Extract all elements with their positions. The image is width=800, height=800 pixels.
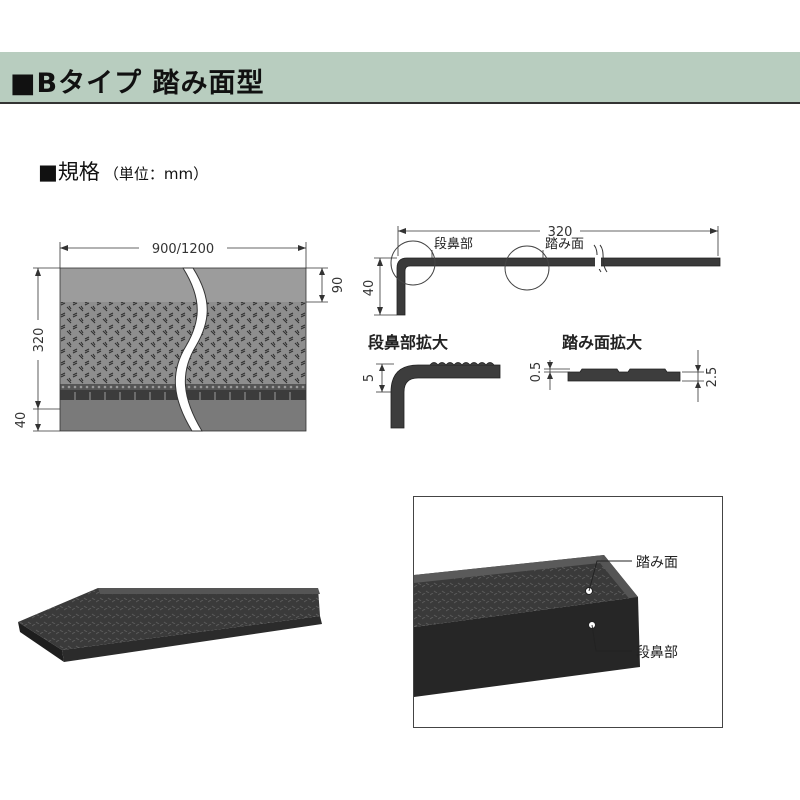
unit-label: （単位：mm） bbox=[103, 165, 209, 183]
closeup-photo: 踏み面 段鼻部 bbox=[414, 555, 678, 697]
tread-detail-title: 踏み面拡大 bbox=[562, 333, 642, 352]
width-dim-label: 900/1200 bbox=[152, 242, 214, 257]
callout-tread-label: 踏み面 bbox=[636, 555, 678, 571]
tread-dim-large-label: 2.5 bbox=[705, 367, 720, 388]
side-view: 320 段鼻部 踏み面 40 bbox=[362, 223, 721, 316]
nosing-detail: 段鼻部拡大 5 bbox=[362, 333, 501, 429]
side-tread-label: 踏み面 bbox=[545, 237, 584, 252]
top-band-dim-label: 90 bbox=[331, 277, 346, 294]
height-dim-label: 320 bbox=[32, 328, 47, 353]
callout-nosing-label: 段鼻部 bbox=[636, 644, 678, 661]
tread-detail: 踏み面拡大 0.5 2.5 bbox=[529, 333, 720, 402]
side-nosing-label: 段鼻部 bbox=[434, 236, 473, 252]
closeup-photo-frame: 踏み面 段鼻部 bbox=[413, 496, 723, 728]
bottom-band-dim-label: 40 bbox=[14, 412, 29, 429]
tread-dim-small-label: 0.5 bbox=[529, 362, 544, 383]
spec-title: ■規格 bbox=[38, 160, 100, 184]
side-height-dim-label: 40 bbox=[362, 280, 377, 297]
page-title: ■Bタイプ 踏み面型 bbox=[10, 68, 265, 99]
front-view: 900/1200 320 40 bbox=[14, 240, 346, 432]
nosing-detail-title: 段鼻部拡大 bbox=[368, 333, 448, 352]
header-band: ■Bタイプ 踏み面型 bbox=[0, 52, 800, 104]
nosing-dim-label: 5 bbox=[362, 374, 377, 382]
product-image bbox=[18, 588, 322, 662]
length-dim-label: 320 bbox=[548, 225, 573, 240]
spec-heading: ■規格（単位：mm） bbox=[38, 156, 208, 186]
